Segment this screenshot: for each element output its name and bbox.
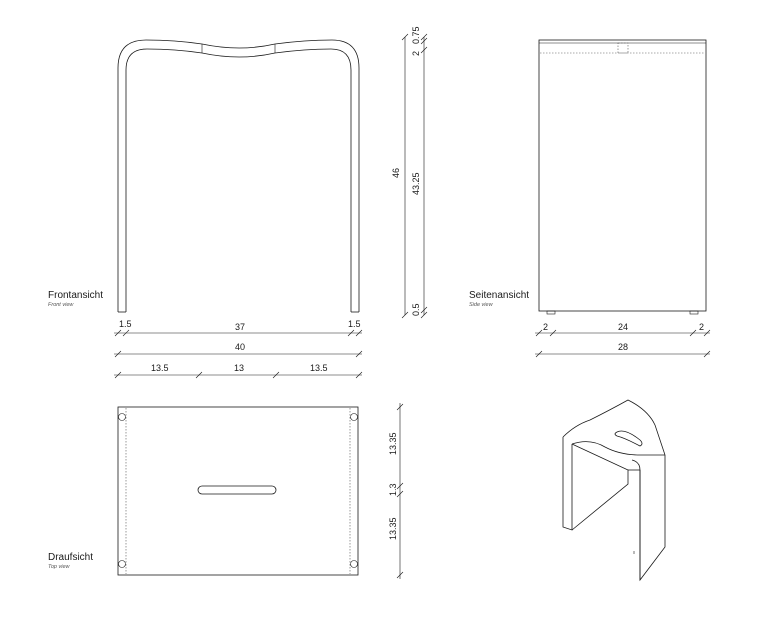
top-foot-bl [118, 560, 126, 568]
height-dim-total: 46 [391, 168, 401, 178]
isometric-view [562, 399, 666, 582]
side-dim-middle: 24 [618, 322, 628, 332]
front-dim-leg-left: 1.5 [119, 319, 132, 329]
top-dim-slot: 1.3 [388, 483, 398, 496]
iso-seat-outer [562, 399, 666, 456]
side-dim-overall: 28 [618, 342, 628, 352]
front-view-title: Frontansicht [48, 290, 103, 301]
front-dim-leg-right: 1.5 [348, 319, 361, 329]
top-foot-tr [350, 413, 358, 421]
top-ticks [396, 403, 404, 579]
top-view-title: Draufsicht [48, 552, 93, 563]
side-foot-right [689, 310, 699, 315]
iso-left-panel-face [571, 443, 629, 531]
front-ticks-row1 [114, 329, 363, 337]
height-ticks [401, 33, 428, 319]
top-handle-slot [197, 485, 277, 495]
top-body [117, 406, 359, 576]
side-ticks-row1 [535, 329, 711, 337]
side-ticks-row2 [535, 350, 711, 358]
iso-left-panel [562, 437, 573, 531]
top-foot-br [350, 560, 358, 568]
front-view-subtitle: Front view [48, 302, 74, 308]
front-dim-seg1: 13.5 [151, 363, 169, 373]
height-dim-body: 43.25 [411, 172, 421, 195]
top-view: Draufsicht Top view 13.35 1.3 13.35 [48, 403, 404, 579]
top-foot-tl [118, 413, 126, 421]
side-body [538, 39, 707, 312]
top-dim-lower: 13.35 [388, 517, 398, 540]
side-foot-left [546, 310, 556, 315]
front-outline-outer [117, 39, 360, 312]
front-dim-overall: 40 [235, 342, 245, 352]
front-ticks-row3 [114, 371, 363, 379]
iso-right-panel [631, 455, 666, 582]
front-dim-seg3: 13.5 [310, 363, 328, 373]
height-dim-foot: 0.5 [411, 303, 421, 316]
iso-seat-front [571, 441, 665, 456]
side-view-title: Seitenansicht [469, 290, 529, 301]
side-view: Seitenansicht Side view 2 24 2 28 [469, 39, 711, 358]
front-view: Frontansicht Front view 1.5 37 1.5 40 13… [48, 39, 363, 379]
height-dim-top-thickness: 0.75 [411, 26, 421, 44]
height-dimensions: 46 0.75 2 43.25 0.5 [391, 26, 428, 319]
side-dim-right: 2 [699, 322, 704, 332]
side-view-subtitle: Side view [469, 302, 494, 308]
side-dim-left: 2 [543, 322, 548, 332]
height-dim-top-gap: 2 [411, 51, 421, 56]
top-dim-upper: 13.35 [388, 432, 398, 455]
side-hidden-slot [617, 42, 629, 54]
front-outline-inner [125, 48, 352, 312]
front-dim-inner: 37 [235, 322, 245, 332]
front-dim-seg2: 13 [234, 363, 244, 373]
front-ticks-row2 [114, 350, 363, 358]
top-view-subtitle: Top view [48, 564, 71, 570]
iso-handle-slot [614, 430, 643, 447]
